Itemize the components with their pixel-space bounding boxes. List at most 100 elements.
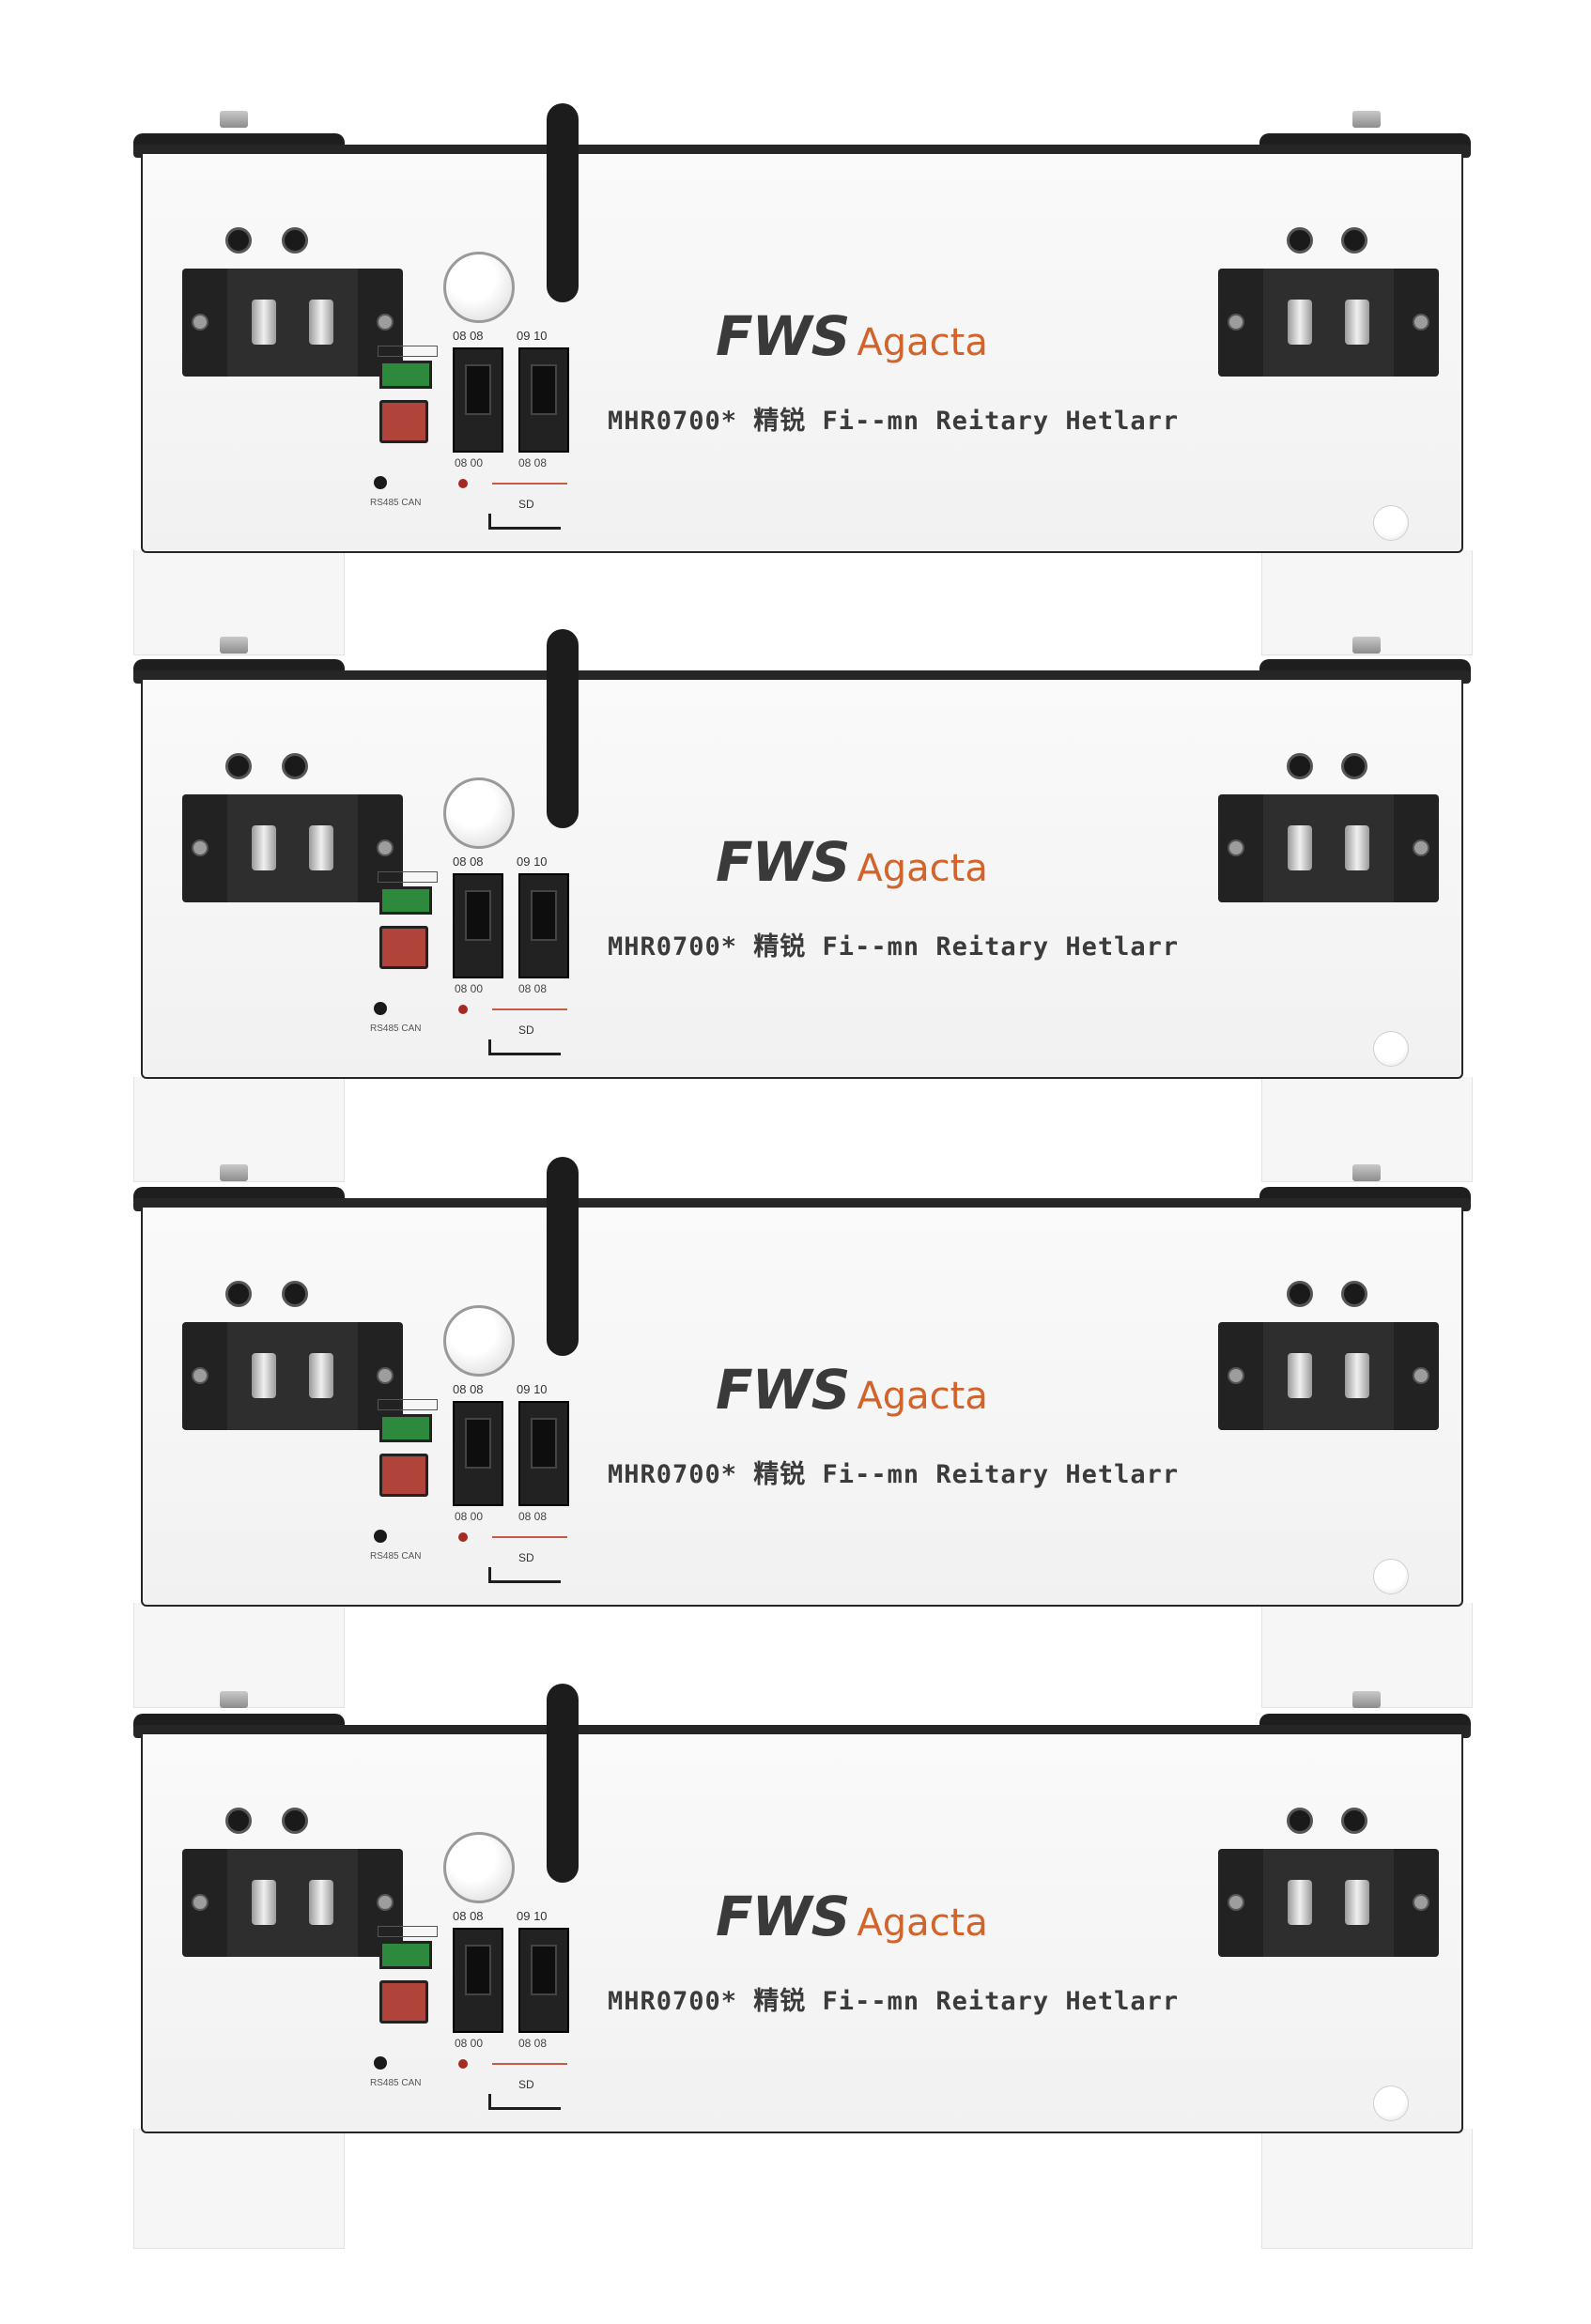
bolt-icon (1287, 1808, 1313, 1834)
terminal-socket[interactable] (309, 1353, 333, 1398)
comm-port[interactable] (374, 1002, 387, 1015)
dip-switch[interactable] (518, 873, 569, 978)
reset-button[interactable] (379, 400, 428, 443)
switch-label: 09 10 (517, 329, 548, 343)
screw-icon (1228, 1367, 1244, 1384)
antenna-icon (547, 1684, 579, 1883)
negative-terminal[interactable] (1218, 1322, 1439, 1430)
sd-card-slot[interactable] (488, 1039, 561, 1055)
indicator-lamp (1373, 505, 1409, 541)
sd-card-slot[interactable] (488, 2094, 561, 2110)
positive-terminal[interactable] (182, 794, 403, 902)
led-label-box (378, 346, 438, 357)
bolt-icon (1341, 227, 1367, 254)
led-label-box (378, 1926, 438, 1937)
terminal-socket[interactable] (309, 825, 333, 870)
reset-button[interactable] (379, 926, 428, 969)
screw-icon (1228, 839, 1244, 856)
sd-label: SD (518, 2078, 534, 2091)
terminal-socket[interactable] (1288, 300, 1312, 345)
positive-terminal[interactable] (182, 1322, 403, 1430)
dip-switch[interactable] (453, 1401, 503, 1506)
reset-button[interactable] (379, 1454, 428, 1497)
antenna-icon (547, 103, 579, 302)
brand-sub: Agacta (857, 321, 988, 364)
status-led-green (379, 886, 432, 915)
spacer-foot (133, 1603, 345, 1708)
switch-label: 09 10 (517, 1382, 548, 1396)
terminal-socket[interactable] (1345, 300, 1369, 345)
bolt-icon (1341, 1808, 1367, 1834)
brand-sub: Agacta (857, 1375, 988, 1418)
power-knob[interactable] (443, 1305, 515, 1377)
port-label: RS485 CAN (370, 2078, 422, 2088)
negative-terminal[interactable] (1218, 1849, 1439, 1957)
indicator-lamp (1373, 1031, 1409, 1067)
sd-card-slot[interactable] (488, 514, 561, 530)
switch-label: 08 08 (518, 1510, 548, 1523)
dip-switch[interactable] (453, 347, 503, 453)
switch-label: 08 08 (518, 982, 548, 995)
spacer-foot (133, 2129, 345, 2249)
mount-pin (1352, 1164, 1381, 1181)
model-line: MHR0700* 精锐 Fi--mn Reitary Hetlarr (608, 932, 1180, 962)
terminal-socket[interactable] (309, 300, 333, 345)
screw-icon (1228, 314, 1244, 331)
status-led-red (458, 1005, 468, 1014)
mount-pin (220, 111, 248, 128)
model-line: MHR0700* 精锐 Fi--mn Reitary Hetlarr (608, 407, 1180, 436)
screw-icon (192, 839, 209, 856)
battery-module-1: 08 08 09 10 08 00 08 08 RS485 CAN SD FWS… (133, 103, 1471, 571)
comm-port[interactable] (374, 476, 387, 489)
divider-line (492, 2063, 567, 2065)
screw-icon (377, 314, 394, 331)
divider-line (492, 1536, 567, 1538)
negative-terminal[interactable] (1218, 794, 1439, 902)
comm-port[interactable] (374, 1530, 387, 1543)
terminal-socket[interactable] (252, 1353, 276, 1398)
dip-switch[interactable] (518, 1401, 569, 1506)
dip-switch[interactable] (453, 873, 503, 978)
power-knob[interactable] (443, 1832, 515, 1903)
power-knob[interactable] (443, 252, 515, 323)
terminal-socket[interactable] (1345, 1353, 1369, 1398)
terminal-socket[interactable] (252, 1880, 276, 1925)
screw-icon (1413, 839, 1429, 856)
sd-label: SD (518, 1551, 534, 1564)
comm-port[interactable] (374, 2056, 387, 2070)
reset-button[interactable] (379, 1980, 428, 2024)
terminal-socket[interactable] (1345, 825, 1369, 870)
terminal-socket[interactable] (252, 300, 276, 345)
terminal-socket[interactable] (1345, 1880, 1369, 1925)
status-led-red (458, 1532, 468, 1542)
bolt-icon (1287, 753, 1313, 779)
led-label-box (378, 1399, 438, 1410)
positive-terminal[interactable] (182, 269, 403, 377)
brand-name: FWS (716, 1358, 850, 1422)
screw-icon (377, 1367, 394, 1384)
divider-line (492, 1008, 567, 1010)
port-label: RS485 CAN (370, 1023, 422, 1034)
switch-label: 08 00 (455, 2037, 484, 2050)
status-led-green (379, 1414, 432, 1442)
indicator-lamp (1373, 1559, 1409, 1594)
negative-terminal[interactable] (1218, 269, 1439, 377)
dip-switch[interactable] (518, 1928, 569, 2033)
terminal-socket[interactable] (309, 1880, 333, 1925)
terminal-socket[interactable] (252, 825, 276, 870)
dip-switch[interactable] (453, 1928, 503, 2033)
power-knob[interactable] (443, 777, 515, 849)
spacer-foot (1261, 2129, 1473, 2249)
dip-switch[interactable] (518, 347, 569, 453)
terminal-socket[interactable] (1288, 1353, 1312, 1398)
positive-terminal[interactable] (182, 1849, 403, 1957)
sd-card-slot[interactable] (488, 1567, 561, 1583)
switch-label: 08 08 (518, 2037, 548, 2050)
screw-icon (1413, 1367, 1429, 1384)
bolt-icon (225, 1808, 252, 1834)
divider-line (492, 483, 567, 485)
terminal-socket[interactable] (1288, 1880, 1312, 1925)
terminal-socket[interactable] (1288, 825, 1312, 870)
